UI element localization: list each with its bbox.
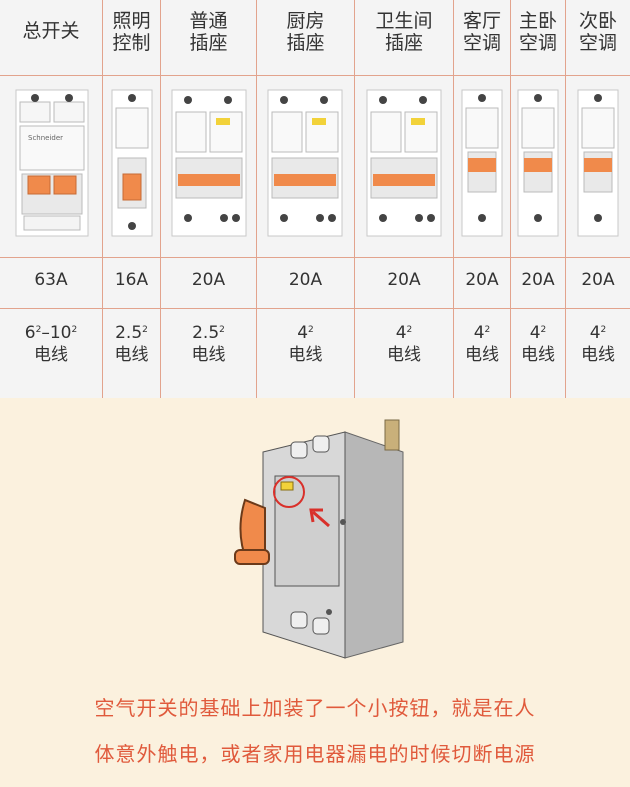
column-header: 照明控制 bbox=[112, 10, 151, 54]
divider bbox=[0, 75, 630, 76]
column-header: 厨房插座 bbox=[286, 10, 325, 54]
amperage: 20A bbox=[191, 270, 226, 290]
amperage: 20A bbox=[581, 270, 615, 290]
divider bbox=[565, 0, 566, 398]
amperage: 20A bbox=[288, 270, 323, 290]
amperage: 20A bbox=[387, 270, 421, 290]
caption-line: 空气开关的基础上加装了一个小按钮，就是在人 bbox=[94, 696, 536, 720]
caption-line: 体意外触电，或者家用电器漏电的时候切断电源 bbox=[94, 742, 536, 766]
breaker-icon bbox=[111, 89, 153, 237]
amperage: 20A bbox=[465, 270, 499, 290]
rcbo-breaker-icon bbox=[267, 89, 343, 237]
divider bbox=[160, 0, 161, 398]
breaker-icon bbox=[577, 89, 619, 237]
divider bbox=[354, 0, 355, 398]
rcd-illustration-panel: 空气开关的基础上加装了一个小按钮，就是在人 体意外触电，或者家用电器漏电的时候切… bbox=[0, 398, 630, 787]
svg-text:Schneider: Schneider bbox=[28, 134, 63, 142]
divider bbox=[510, 0, 511, 398]
breaker-icon bbox=[517, 89, 559, 237]
column-header: 卫生间插座 bbox=[375, 10, 433, 54]
column-header: 普通插座 bbox=[189, 10, 228, 54]
rcbo-breaker-icon bbox=[171, 89, 247, 237]
divider bbox=[0, 308, 630, 309]
divider bbox=[453, 0, 454, 398]
column-header: 客厅空调 bbox=[462, 10, 501, 54]
amperage: 20A bbox=[521, 270, 555, 290]
divider bbox=[102, 0, 103, 398]
rcbo-breaker-icon bbox=[366, 89, 442, 237]
rcd-breaker-illustration bbox=[234, 419, 404, 659]
breaker-icon bbox=[461, 89, 503, 237]
column-header: 总开关 bbox=[22, 20, 80, 42]
divider bbox=[0, 257, 630, 258]
column-header: 主卧空调 bbox=[518, 10, 557, 54]
amperage: 16A bbox=[114, 270, 149, 290]
main-breaker-icon: Schneider bbox=[15, 89, 89, 237]
amperage: 63A bbox=[34, 270, 68, 290]
column-header: 次卧空调 bbox=[578, 10, 617, 54]
divider bbox=[256, 0, 257, 398]
